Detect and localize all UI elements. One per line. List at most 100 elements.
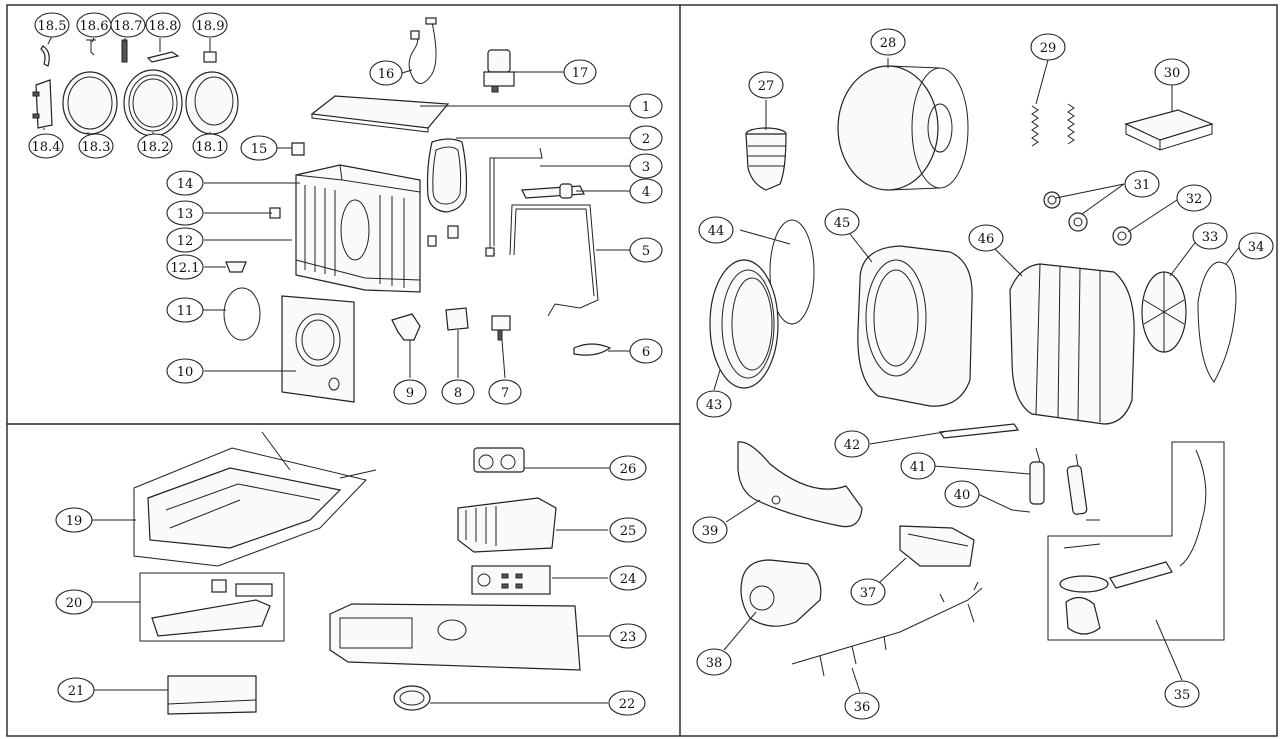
- callout-8: 8: [441, 379, 475, 405]
- svg-text:32: 32: [1186, 192, 1203, 207]
- svg-text:14: 14: [177, 177, 194, 192]
- svg-text:17: 17: [572, 66, 589, 81]
- motor-part: [899, 525, 975, 567]
- door-lock-part: [491, 315, 511, 341]
- inlet-hose-part: [408, 17, 437, 84]
- callout-28: 28: [870, 28, 906, 56]
- drain-kit-part: [1047, 441, 1225, 641]
- callout-33: 33: [1192, 222, 1228, 250]
- callout-27: 27: [748, 71, 784, 99]
- hose-clamp-part: [573, 343, 612, 356]
- callout-25: 25: [609, 517, 647, 543]
- callout-39: 39: [692, 516, 728, 544]
- door-glass-part: [62, 71, 118, 135]
- svg-text:20: 20: [66, 596, 83, 611]
- main-board-part: [457, 497, 557, 553]
- oil-seal-part: [1112, 226, 1132, 246]
- door-inner-frame-part: [123, 69, 183, 137]
- callout-10: 10: [166, 358, 204, 384]
- callout-22: 22: [608, 690, 646, 716]
- heater-part: [521, 183, 585, 199]
- top-panel-part: [310, 95, 450, 133]
- svg-text:43: 43: [706, 398, 723, 413]
- filter-part: [445, 307, 469, 331]
- svg-text:11: 11: [177, 304, 194, 319]
- callout-32: 32: [1176, 184, 1212, 212]
- callout-3: 3: [629, 153, 663, 179]
- control-panel-part: [329, 603, 581, 671]
- svg-text:46: 46: [978, 232, 995, 247]
- part-illustrations: [32, 17, 1237, 715]
- bellows-hose-part: [745, 127, 787, 191]
- door-switch-part: [391, 313, 421, 341]
- svg-text:19: 19: [66, 514, 83, 529]
- callout-12: 12: [166, 227, 204, 253]
- callout-36: 36: [844, 692, 880, 720]
- heater-bracket-part: [938, 423, 1020, 439]
- callout-18-4: 18.4: [28, 133, 64, 159]
- callout-18-8: 18.8: [145, 12, 181, 38]
- callout-13: 13: [166, 200, 204, 226]
- svg-text:16: 16: [378, 67, 395, 82]
- svg-text:10: 10: [177, 365, 194, 380]
- callout-18-3: 18.3: [78, 133, 114, 159]
- panel-frames: [6, 4, 1278, 737]
- callout-6: 6: [629, 338, 663, 364]
- svg-text:18.1: 18.1: [196, 140, 225, 155]
- callout-9: 9: [393, 379, 427, 405]
- callout-4: 4: [629, 178, 663, 204]
- svg-text:18.3: 18.3: [82, 140, 111, 155]
- inlet-valve-part: [483, 49, 515, 93]
- drain-hose-part: [509, 204, 599, 317]
- svg-text:12: 12: [177, 234, 194, 249]
- front-panel-part: [281, 295, 355, 403]
- callout-20: 20: [55, 589, 93, 615]
- callout-41: 41: [900, 452, 936, 480]
- callout-18-6: 18.6: [76, 12, 112, 38]
- door-small-parts: [40, 39, 217, 67]
- counterweight-part: [1124, 109, 1214, 151]
- callout-18-1: 18.1: [192, 133, 228, 159]
- callout-44: 44: [698, 216, 734, 244]
- outer-frame: [6, 4, 1278, 737]
- drum-part: [837, 65, 969, 191]
- rear-tub-part: [1009, 263, 1135, 425]
- callout-45: 45: [824, 208, 860, 236]
- pipe-part: [485, 147, 543, 257]
- callout-19: 19: [55, 507, 93, 533]
- svg-text:8: 8: [454, 386, 462, 401]
- svg-text:18.7: 18.7: [114, 19, 143, 34]
- drawer-part: [139, 572, 285, 642]
- pulley-part: [1141, 271, 1187, 353]
- svg-text:35: 35: [1174, 688, 1191, 703]
- svg-text:42: 42: [844, 438, 861, 453]
- callout-18-2: 18.2: [137, 133, 173, 159]
- belt-part: [1197, 261, 1237, 383]
- callout-42: 42: [834, 430, 870, 458]
- svg-text:44: 44: [708, 224, 725, 239]
- svg-text:13: 13: [177, 207, 194, 222]
- tub-gasket-part: [769, 219, 815, 325]
- svg-text:29: 29: [1040, 41, 1057, 56]
- callout-16: 16: [369, 60, 403, 86]
- svg-text:18.5: 18.5: [38, 19, 67, 34]
- callout-12-1: 12.1: [166, 254, 204, 280]
- svg-text:18.4: 18.4: [32, 140, 61, 155]
- svg-text:25: 25: [620, 524, 637, 539]
- detergent-box-part: [133, 431, 377, 567]
- svg-text:23: 23: [620, 630, 637, 645]
- svg-text:15: 15: [251, 142, 268, 157]
- callout-26: 26: [609, 455, 647, 481]
- water-valve-part: [473, 447, 525, 473]
- svg-text:5: 5: [642, 244, 650, 259]
- svg-text:21: 21: [68, 684, 85, 699]
- cabinet-part: [295, 164, 421, 293]
- svg-text:6: 6: [642, 345, 650, 360]
- svg-text:22: 22: [619, 697, 636, 712]
- svg-text:37: 37: [860, 586, 877, 601]
- svg-text:9: 9: [406, 386, 414, 401]
- shock-absorbers-part: [1011, 447, 1100, 521]
- clamp-ring-part: [223, 287, 261, 341]
- small-clip-parts: [225, 142, 459, 273]
